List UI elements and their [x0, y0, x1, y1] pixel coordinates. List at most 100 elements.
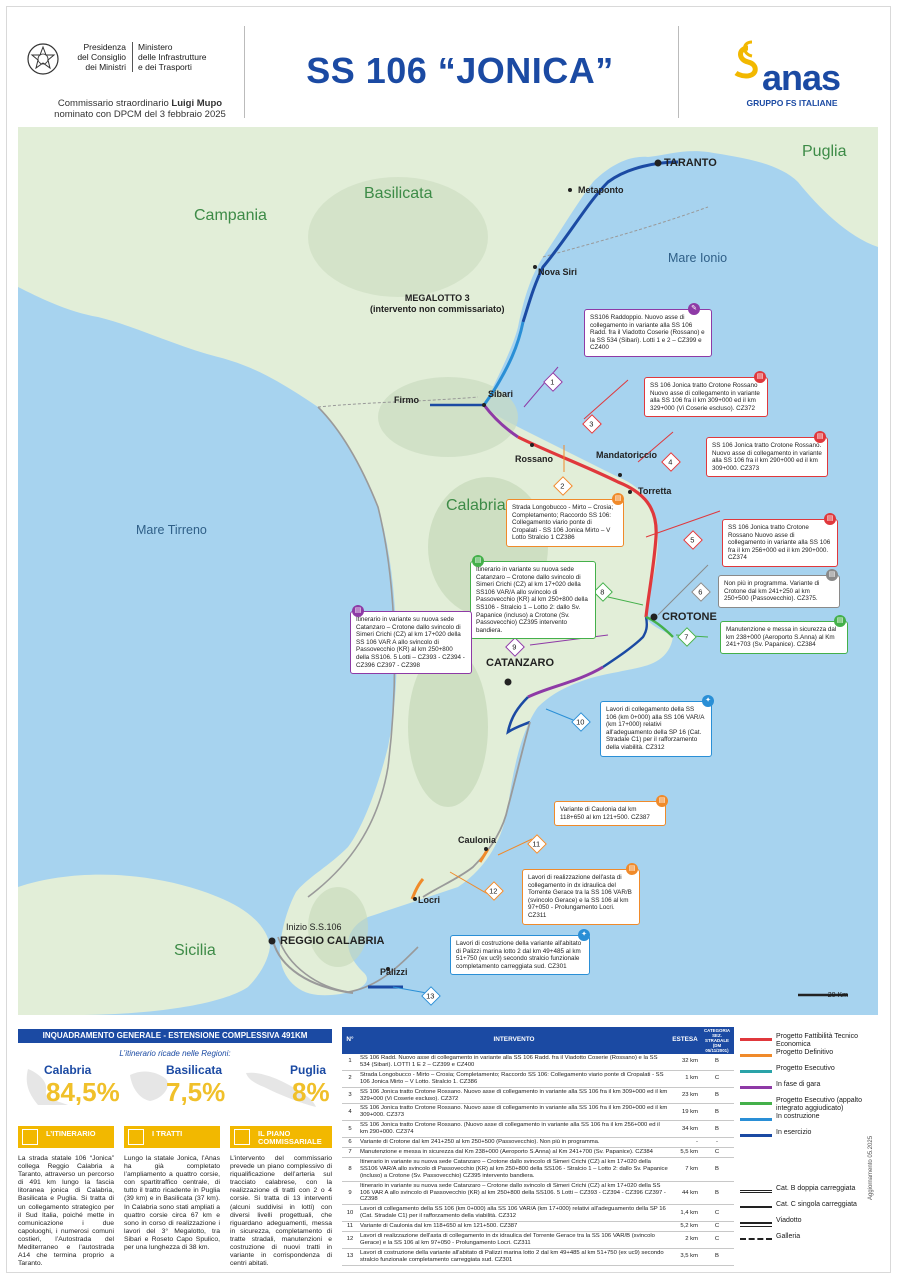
table-cell-c: B	[700, 1181, 734, 1206]
callout-card-12: Lavori di realizzazione dell'asta di col…	[522, 869, 640, 925]
route-south	[422, 721, 531, 898]
callout-card-4: SS 106 Jonica tratto Crotone Rossano. Nu…	[706, 437, 828, 478]
region-calabria: Calabria	[446, 497, 506, 514]
region-pct-basilicata: 7,5%	[166, 1077, 226, 1107]
callout-card-13: Lavori di costruzione della variante all…	[450, 935, 590, 976]
document-icon: ▤	[834, 615, 846, 627]
table-cell-c: C	[700, 1204, 734, 1223]
document-icon: ▤	[472, 555, 484, 567]
inquadramento-header: INQUADRAMENTO GENERALE - ESTENSIONE COMP…	[18, 1029, 332, 1043]
table-cell-t: SS 106 Radd. Nuovo asse di collegamento …	[358, 1054, 670, 1071]
table-cell-e: 5,5 km	[670, 1147, 700, 1158]
anas-wordmark: anas	[762, 57, 841, 98]
anas-logo-icon	[734, 40, 758, 79]
table-header-estesa: ESTESA	[670, 1027, 700, 1054]
itinerario-box: L’ITINERARIO	[18, 1126, 114, 1148]
route-catanzaro	[506, 696, 531, 735]
document-icon: ▤	[656, 795, 668, 807]
table-cell-e: 2 km	[670, 1231, 700, 1249]
table-cell-e: 1,4 km	[670, 1204, 700, 1223]
city-metaponto: Metaponto	[578, 185, 624, 195]
divider	[244, 26, 245, 118]
legend-swatch	[740, 1190, 772, 1193]
legend-label: In costruzione	[776, 1113, 820, 1120]
legend-label: In esercizio	[776, 1129, 812, 1136]
divider	[678, 26, 679, 118]
region-pct-puglia: 8%	[292, 1077, 330, 1107]
legend-swatch	[740, 1086, 772, 1089]
sea-tirreno: Mare Tirreno	[136, 523, 207, 537]
legend-swatch	[740, 1238, 772, 1241]
region-basilicata: Basilicata	[364, 185, 433, 202]
poster-frame	[6, 6, 891, 1273]
callout-card-11: Variante di Caulonia dal km 118+650 al k…	[554, 801, 666, 827]
city-caulonia: Caulonia	[458, 835, 497, 845]
region-sicilia: Sicilia	[174, 942, 216, 959]
ruler-icon	[234, 1129, 250, 1145]
piano-text: L’intervento del commissario prevede un …	[230, 1155, 332, 1268]
city-rossano: Rossano	[515, 454, 554, 464]
legend-label: Progetto Esecutivo	[776, 1065, 835, 1072]
city-crotone: CROTONE	[662, 611, 717, 623]
region-name-basilicata: Basilicata	[166, 1063, 223, 1077]
table-cell-e: 3,5 km	[670, 1248, 700, 1266]
table-cell-n: 6	[342, 1137, 358, 1148]
header: Presidenza del Consiglio dei Ministri Mi…	[10, 10, 887, 122]
callout-card-8: Itinerario in variante su nuova sede Cat…	[470, 561, 596, 640]
table-cell-t: Manutenzione e messa in sicurezza dal Km…	[358, 1147, 670, 1158]
legend-item: Progetto Fattibilità Tecnico Economica	[740, 1033, 874, 1048]
table-cell-t: Lavori di collegamento della SS 106 (km …	[358, 1204, 670, 1223]
interventi-table: N° INTERVENTO ESTESA CATEGORIA SEZ. STRA…	[342, 1027, 734, 1266]
legend-item: Cat. B doppia carreggiata	[740, 1185, 874, 1199]
route-caulonia	[478, 848, 490, 863]
route-megalotto	[482, 321, 525, 406]
table-cell-c: B	[700, 1087, 734, 1105]
route-green	[645, 615, 674, 638]
legend-swatch	[740, 1054, 772, 1057]
table-cell-t: Variante di Crotone dal km 241+250 al km…	[358, 1137, 670, 1148]
region-name-puglia: Puglia	[290, 1063, 327, 1077]
map-base	[18, 127, 878, 1015]
legend-label: Cat. C singola carreggiata	[776, 1201, 857, 1208]
table-cell-c: C	[700, 1231, 734, 1249]
pin-icon	[128, 1129, 144, 1145]
legend-label: Progetto Definitivo	[776, 1049, 834, 1056]
callout-card-6: Non più in programma. Variante di Croton…	[718, 575, 840, 608]
route-reggio	[272, 940, 354, 994]
presidenza-label: Presidenza del Consiglio dei Ministri	[77, 42, 126, 72]
city-mandatoriccio: Mandatoriccio	[596, 450, 658, 460]
callout-card-2: Strada Longobucco - Mirto – Crosia; Comp…	[506, 499, 624, 547]
table-cell-c: B	[700, 1054, 734, 1071]
table-cell-t: Lavori di costruzione della variante all…	[358, 1248, 670, 1266]
route-locri	[410, 878, 425, 900]
anas-subtitle: GRUPPO FS ITALIANE	[746, 98, 838, 108]
table-cell-n: 3	[342, 1087, 358, 1105]
table-cell-t: Strada Longobucco - Mirto – Crosia; Comp…	[358, 1070, 670, 1088]
map-area: Basilicata Puglia Campania Calabria Sici…	[18, 127, 878, 1015]
table-cell-t: Variante di Caulonia dal km 118+650 al k…	[358, 1221, 670, 1233]
legend-item: Viadotto	[740, 1217, 874, 1231]
basilicata-shape-icon	[130, 1071, 168, 1101]
route-ionian	[602, 616, 648, 668]
route-in-esercizio-north	[521, 160, 679, 323]
route-red	[517, 435, 658, 618]
table-cell-e: -	[670, 1137, 700, 1148]
divider	[132, 42, 133, 72]
table-header-n: N°	[342, 1027, 358, 1054]
legend-item: In costruzione	[740, 1113, 874, 1127]
table-cell-e: 7 km	[670, 1157, 700, 1182]
callout-card-7: Non più in programma. Variante di Croton…	[720, 621, 848, 654]
legend-item: In fase di gara	[740, 1081, 874, 1095]
route-purple-2	[527, 665, 604, 699]
table-cell-c: C	[700, 1221, 734, 1233]
table-cell-c: -	[700, 1137, 734, 1148]
scale-label: 20 Km	[827, 992, 848, 999]
legend-swatch	[740, 1134, 772, 1137]
tratti-text: Lungo la statale Jonica, l’Anas ha già c…	[124, 1155, 220, 1252]
